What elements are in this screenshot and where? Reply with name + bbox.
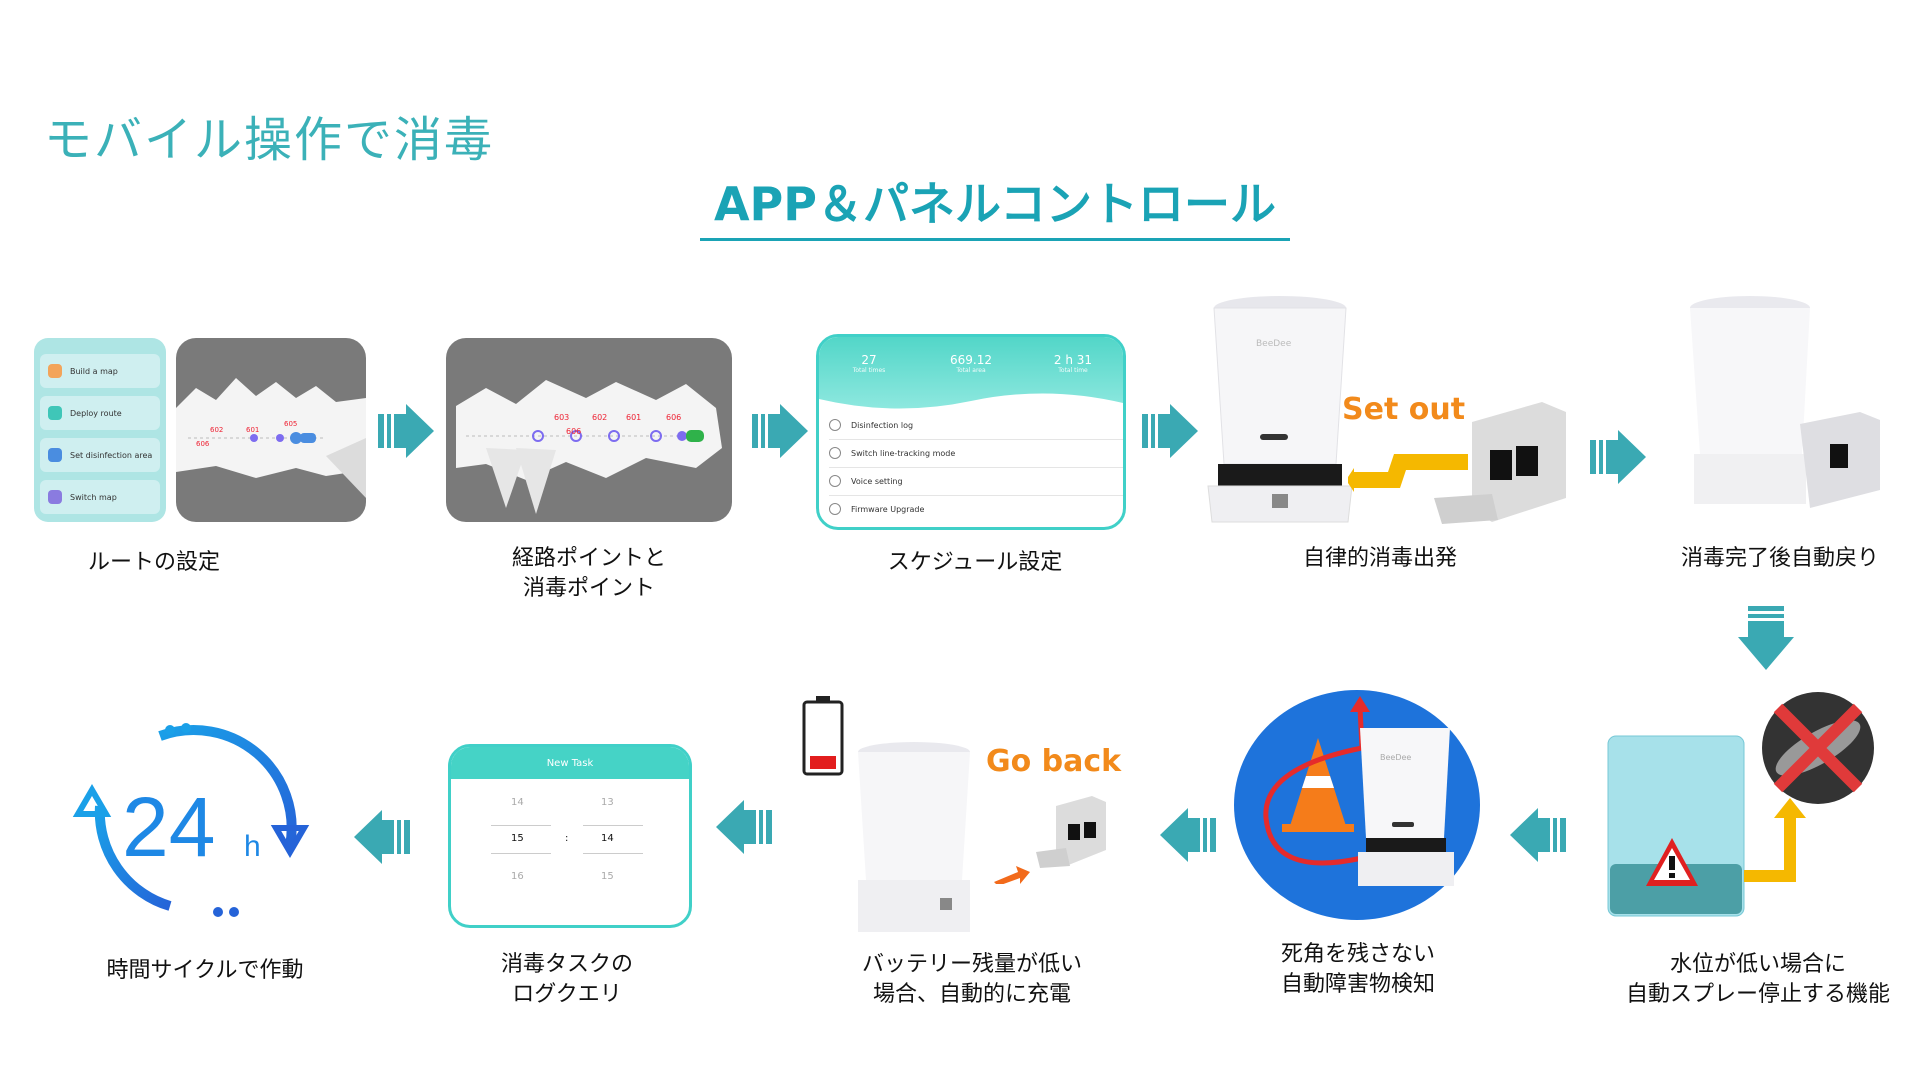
caption-charge: バッテリー残量が低い場合、自動的に充電 [861, 952, 1082, 1007]
menu-voice-setting[interactable]: Voice setting [829, 467, 1123, 496]
caption-return: 消毒完了後自動戻り [1680, 546, 1879, 571]
svg-text:606: 606 [666, 413, 681, 422]
svg-text:606: 606 [196, 440, 210, 448]
upgrade-icon [829, 503, 841, 515]
menu-line-tracking[interactable]: Switch line-tracking mode [829, 439, 1123, 468]
svg-text:24: 24 [122, 780, 215, 874]
water-tank-image [1607, 735, 1745, 917]
new-task-panel: New Task 14 13 15 : 14 16 15 [448, 744, 692, 928]
panel-header: New Task [451, 747, 689, 779]
up-arrow-icon [1744, 798, 1806, 882]
caption-water: 水位が低い場合に自動スプレー停止する機能 [1625, 952, 1890, 1007]
caption-route: ルートの設定 [87, 550, 220, 575]
spray-off-icon [1762, 692, 1874, 804]
caption-schedule: スケジュール設定 [887, 550, 1063, 575]
switch-icon [829, 447, 841, 459]
route-menu-panel: Build a map Deploy route Set disinfectio… [34, 338, 166, 522]
svg-text:601: 601 [246, 426, 259, 434]
orange-arrow-icon [994, 866, 1030, 884]
caption-points: 経路ポイントと 消毒ポイント [511, 546, 666, 601]
obstacle-detection-image: BeeDee [1234, 690, 1480, 920]
charging-dock-image [1434, 402, 1566, 524]
menu-firmware-upgrade[interactable]: Firmware Upgrade [829, 495, 1123, 523]
panel-title: New Task [546, 757, 594, 769]
24h-cycle-icon: 24 h [72, 723, 310, 917]
go-back-label: Go back [986, 744, 1122, 779]
set-out-label: Set out [1342, 392, 1466, 427]
arrow-right-icon [752, 404, 808, 458]
floor-map-image: 603 602 601 606 606 [456, 380, 722, 514]
svg-text:601: 601 [626, 413, 641, 422]
arrow-down-icon [1738, 606, 1794, 670]
caption-log: 消毒タスクのログクエリ [500, 952, 633, 1007]
charging-dock-image [1036, 796, 1106, 868]
svg-text:602: 602 [210, 426, 223, 434]
svg-text:BeeDee: BeeDee [1256, 339, 1292, 349]
area-icon [48, 448, 62, 462]
microphone-icon [829, 475, 841, 487]
arrow-left-icon [354, 810, 410, 864]
switch-icon [48, 490, 62, 504]
arrow-right-icon [378, 404, 434, 458]
menu-build-map[interactable]: Build a map [40, 354, 160, 388]
wave-shape [819, 393, 1123, 419]
log-icon [829, 419, 841, 431]
svg-text:602: 602 [592, 413, 607, 422]
section-subtitle: APP＆パネルコントロール [700, 168, 1290, 241]
robot-docked-image [1690, 296, 1880, 508]
menu-switch-map[interactable]: Switch map [40, 480, 160, 514]
menu-disinfection-log[interactable]: Disinfection log [829, 411, 1123, 440]
points-map: 603 602 601 606 606 [446, 338, 732, 522]
floor-map-image: 602 601 606 605 [176, 378, 366, 498]
svg-text:BeeDee: BeeDee [1380, 753, 1411, 762]
menu-set-area[interactable]: Set disinfection area [40, 438, 160, 472]
caption-obstacle: 死角を残さない自動障害物検知 [1280, 942, 1435, 997]
time-picker[interactable]: 14 13 15 : 14 16 15 [491, 797, 651, 917]
menu-deploy-route[interactable]: Deploy route [40, 396, 160, 430]
caption-depart: 自律的消毒出発 [1302, 546, 1457, 571]
page-title: モバイル操作で消毒 [44, 112, 495, 168]
arrow-left-icon [1160, 808, 1216, 862]
arrow-right-icon [1142, 404, 1198, 458]
disinfection-robot-image: BeeDee [1207, 296, 1353, 523]
robot-returning-image [858, 742, 970, 932]
svg-text:h: h [244, 830, 261, 863]
map-icon [48, 364, 62, 378]
svg-text:605: 605 [284, 420, 297, 428]
svg-text:603: 603 [554, 413, 569, 422]
battery-low-icon [802, 696, 844, 776]
arrow-left-icon [716, 800, 772, 854]
arrow-right-icon [1590, 430, 1646, 484]
route-icon [48, 406, 62, 420]
arrow-left-icon [1510, 808, 1566, 862]
zigzag-arrow-icon [1348, 454, 1468, 492]
caption-cycle: 時間サイクルで作動 [106, 958, 304, 983]
route-map: 602 601 606 605 [176, 338, 366, 522]
svg-text:606: 606 [566, 427, 581, 436]
